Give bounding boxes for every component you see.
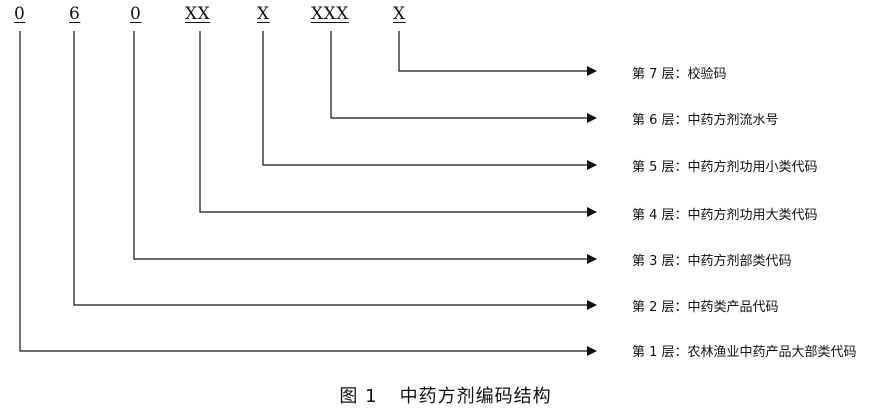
layer-4-label: 第 4 层：中药方剂功用大类代码 xyxy=(632,208,818,223)
figure-number: 图 1 xyxy=(339,386,378,407)
code-segment-3: 0 xyxy=(130,4,142,24)
code-segment-4: XX xyxy=(185,4,211,24)
code-segment-6: XXX xyxy=(311,4,349,24)
figure-title: 中药方剂编码结构 xyxy=(399,386,552,407)
layer-7-label: 第 7 层：校验码 xyxy=(632,67,727,82)
code-segment-7: X xyxy=(393,4,406,24)
connector-arrow-layer-3 xyxy=(133,31,597,264)
connector-arrow-layer-6 xyxy=(330,31,597,123)
layer-6-label: 第 6 层：中药方剂流水号 xyxy=(632,113,779,128)
layer-3-label: 第 3 层：中药方剂部类代码 xyxy=(632,254,792,269)
code-segment-5: X xyxy=(257,4,270,24)
layer-1-label: 第 1 层：农林渔业中药产品大部类代码 xyxy=(632,345,857,360)
code-segment-2: 6 xyxy=(69,4,81,24)
connector-lines xyxy=(19,31,597,356)
code-segment-1: 0 xyxy=(14,4,26,24)
connector-arrow-layer-7 xyxy=(398,31,597,76)
connector-arrow-layer-4 xyxy=(199,31,597,217)
connector-arrow-layer-2 xyxy=(73,31,597,310)
figure-caption: 图 1 中药方剂编码结构 xyxy=(0,382,891,408)
connector-arrow-layer-5 xyxy=(262,31,597,170)
layer-5-label: 第 5 层：中药方剂功用小类代码 xyxy=(632,160,818,175)
connector-arrow-layer-1 xyxy=(19,31,597,356)
layer-2-label: 第 2 层：中药类产品代码 xyxy=(632,300,779,315)
